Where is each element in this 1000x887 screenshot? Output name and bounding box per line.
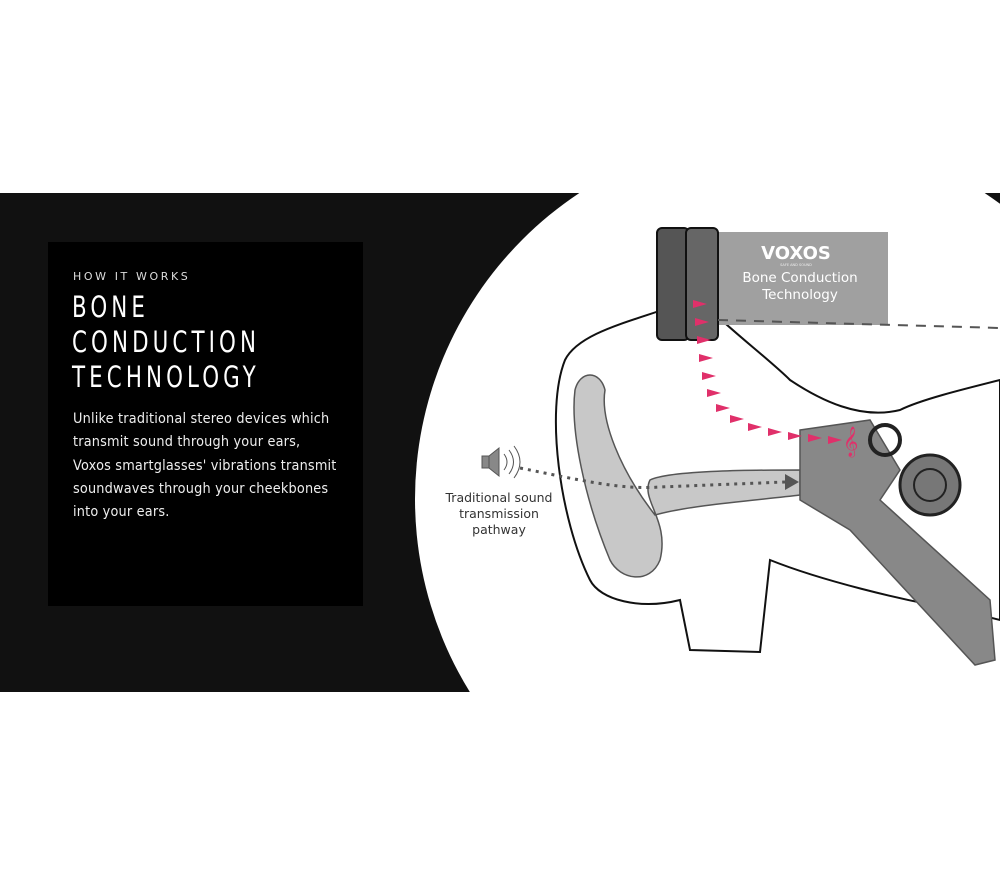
eyebrow-label: HOW IT WORKS	[73, 270, 191, 283]
ear-canal	[573, 374, 996, 666]
air-pathway	[519, 466, 799, 490]
pathway-label-line: Traditional sound	[445, 490, 553, 505]
headline-line: BONE	[72, 290, 150, 324]
device-label: Bone Conduction Technology	[720, 270, 880, 304]
pathway-label-line: pathway	[472, 522, 526, 537]
brand-tagline: SAFE AND SOUND	[780, 263, 812, 267]
device-temple: VOXOS SAFE AND SOUND	[656, 227, 1000, 341]
headline-line: CONDUCTION	[72, 325, 261, 359]
device-label-line: Bone Conduction	[742, 270, 858, 286]
pathway-label-line: transmission	[459, 506, 539, 521]
music-note-icon: 𝄞	[843, 426, 858, 458]
speaker-icon	[481, 445, 521, 479]
info-panel: HOW IT WORKS BONE CONDUCTION TECHNOLOGY …	[48, 242, 363, 606]
device-label-line: Technology	[762, 287, 838, 303]
headline-line: TECHNOLOGY	[72, 360, 260, 394]
description: Unlike traditional stereo devices which …	[73, 411, 337, 521]
traditional-pathway-label: Traditional sound transmission pathway	[430, 490, 568, 538]
brand-logo: VOXOS	[761, 243, 831, 264]
headline: BONE CONDUCTION TECHNOLOGY	[72, 290, 367, 395]
bone-vibration-arrows: 𝄞	[693, 300, 858, 458]
